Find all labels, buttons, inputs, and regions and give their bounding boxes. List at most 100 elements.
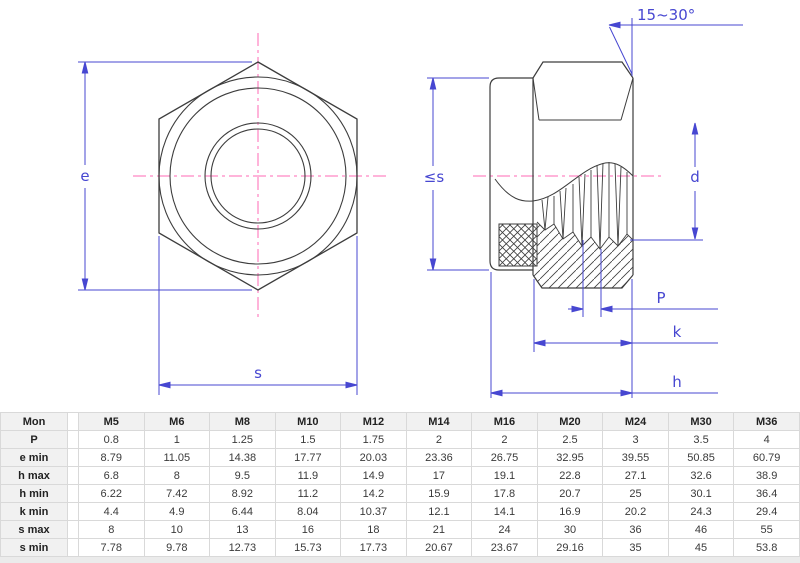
spec-value: 0.8 — [78, 430, 145, 449]
dimension-h — [490, 272, 718, 398]
spec-value: 17.77 — [274, 448, 342, 467]
dim-label-e: e — [80, 167, 89, 185]
spec-value: 1.5 — [274, 430, 342, 449]
dimension-e — [78, 61, 252, 291]
spec-value: 29.16 — [536, 538, 604, 557]
spec-value: 46 — [667, 520, 735, 539]
dim-label-max-s: ≤s — [424, 168, 445, 186]
spec-value: 4 — [733, 430, 800, 449]
table-spacer-cell — [67, 430, 79, 449]
spec-value: 15.9 — [405, 484, 473, 503]
col-header: M30 — [667, 412, 735, 431]
spec-value: 14.9 — [340, 466, 407, 485]
spec-value: 36 — [602, 520, 669, 539]
spec-value: 50.85 — [667, 448, 735, 467]
arrowhead — [571, 305, 584, 313]
spec-value: 3.5 — [667, 430, 735, 449]
spec-value: 11.9 — [274, 466, 342, 485]
table-footer-strip — [0, 556, 800, 563]
spec-value: 9.5 — [209, 466, 276, 485]
spec-value: 4.4 — [78, 502, 145, 521]
thread-major-circle — [204, 122, 312, 230]
chamfer-circle — [158, 76, 358, 276]
spec-value: 26.75 — [471, 448, 538, 467]
spec-value: 32.95 — [536, 448, 604, 467]
row-label: h max — [0, 466, 68, 485]
spec-value: 2 — [471, 430, 538, 449]
spec-value: 1.75 — [340, 430, 407, 449]
bearing-circle — [169, 87, 347, 265]
thread-zigzag — [536, 221, 634, 250]
spec-value: 17.8 — [471, 484, 538, 503]
spec-value: 14.1 — [471, 502, 538, 521]
row-label: k min — [0, 502, 68, 521]
spec-value: 35 — [602, 538, 669, 557]
spec-value: 17 — [405, 466, 473, 485]
thread-profile — [536, 162, 634, 250]
spec-value: 22.8 — [536, 466, 604, 485]
spec-value: 14.38 — [209, 448, 276, 467]
section-outline — [489, 61, 634, 289]
spec-value: 6.8 — [78, 466, 145, 485]
arrowhead — [608, 21, 621, 29]
front-centerlines — [133, 33, 390, 318]
nylon-cap-outline — [489, 77, 533, 271]
dimension-p — [568, 240, 718, 317]
spec-value: 6.44 — [209, 502, 276, 521]
row-label: h min — [0, 484, 68, 503]
spec-value: 20.67 — [405, 538, 473, 557]
spec-value: 53.8 — [733, 538, 800, 557]
dim-label-p: P — [656, 289, 665, 307]
dimension-max-s — [427, 77, 489, 271]
nylon-insert-section — [498, 223, 538, 267]
row-label: s max — [0, 520, 68, 539]
spec-value: 8.79 — [78, 448, 145, 467]
chamfer-arc-lines — [532, 77, 634, 121]
row-label: s min — [0, 538, 68, 557]
col-header: M14 — [405, 412, 473, 431]
spec-value: 30 — [536, 520, 604, 539]
spec-value: 29.4 — [733, 502, 800, 521]
thread-minor-circle — [210, 128, 306, 224]
spec-value: 1 — [143, 430, 211, 449]
col-header: M12 — [340, 412, 407, 431]
spec-value: 13 — [209, 520, 276, 539]
spec-value: 14.2 — [340, 484, 407, 503]
dimension-d — [630, 122, 703, 241]
arrowhead — [345, 381, 358, 389]
table-spacer-cell — [67, 538, 79, 557]
arrowhead — [600, 305, 613, 313]
front-view: e s — [78, 33, 390, 395]
spec-value: 10 — [143, 520, 211, 539]
table-spacer-cell — [67, 448, 79, 467]
spec-value: 1.25 — [209, 430, 276, 449]
spec-value: 36.4 — [733, 484, 800, 503]
spec-value: 38.9 — [733, 466, 800, 485]
spec-value: 16 — [274, 520, 342, 539]
front-outline — [158, 61, 358, 291]
col-header: M36 — [733, 412, 800, 431]
spec-value: 3 — [602, 430, 669, 449]
arrowhead — [620, 339, 633, 347]
col-header: M8 — [209, 412, 276, 431]
table-spacer-cell — [67, 520, 79, 539]
col-header: M20 — [536, 412, 604, 431]
chamfer-angle-annotation — [608, 18, 743, 76]
spec-value: 24 — [471, 520, 538, 539]
spec-value: 20.7 — [536, 484, 604, 503]
row-label: e min — [0, 448, 68, 467]
spec-value: 6.22 — [78, 484, 145, 503]
break-wave-line — [494, 162, 634, 202]
spec-value: 39.55 — [602, 448, 669, 467]
hexagon-outline — [158, 61, 358, 291]
spec-value: 24.3 — [667, 502, 735, 521]
arrowhead — [429, 258, 437, 271]
spec-value: 2 — [405, 430, 473, 449]
spec-value: 12.1 — [405, 502, 473, 521]
